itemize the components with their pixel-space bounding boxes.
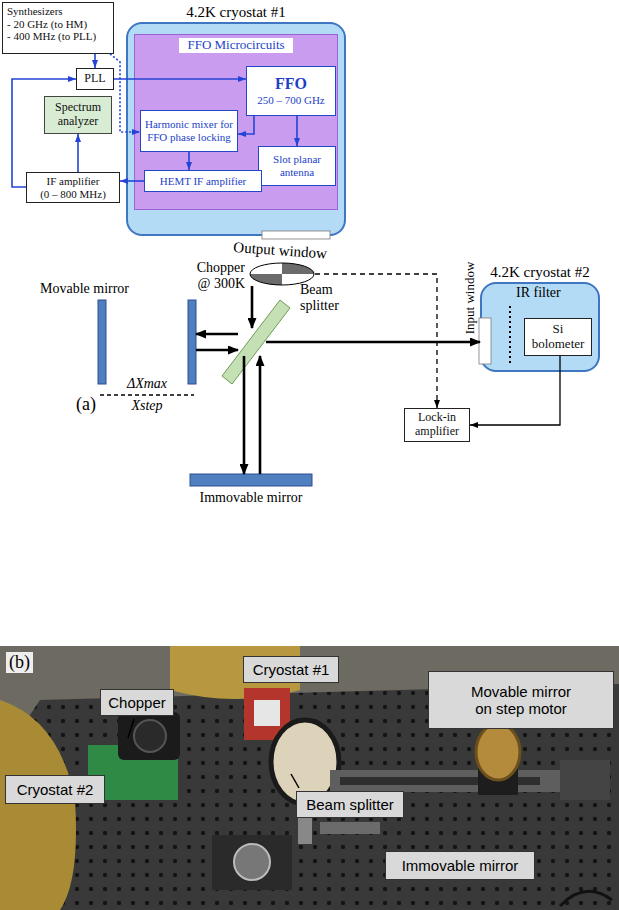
node-label: FFO	[275, 75, 307, 93]
ir-filter	[509, 306, 511, 366]
signal-arrow	[94, 54, 96, 68]
photo-tag: Movable mirror on step motor	[428, 671, 614, 729]
mmirror-graphic	[98, 300, 196, 384]
dimension-label: ΔXmax	[127, 376, 167, 392]
node-label: Chopper	[108, 694, 166, 711]
movable-mirror: Movable mirror	[98, 300, 196, 384]
signal-arrow	[188, 152, 190, 170]
imirror-graphic	[190, 474, 312, 486]
signal-arrow	[296, 116, 298, 146]
filter-label: IR filter	[516, 285, 561, 301]
panel-label: (b)	[6, 652, 33, 673]
output-window	[262, 231, 330, 239]
immovable-mirror: Immovable mirror	[190, 474, 312, 486]
node-label: 4.2K cryostat #1	[186, 4, 286, 21]
antenna-box: Slot planar antenna	[258, 146, 336, 186]
photo-tag: Cryostat #1	[243, 656, 339, 683]
window-label: Output window	[233, 239, 328, 263]
chopper-rim	[250, 263, 314, 285]
node-label: Slot planar antenna	[262, 153, 332, 178]
mirror-bar	[98, 300, 106, 384]
mirror-mount	[212, 835, 292, 890]
node-label: Spectrum analyzer	[48, 101, 108, 129]
cryostat: 4.2K cryostat #1FFO MicrocircuitsFFO250 …	[126, 22, 346, 236]
node-label: Cryostat #2	[17, 781, 94, 798]
node-label: HEMT IF amplifier	[160, 175, 247, 188]
signal-arrow	[251, 286, 254, 328]
signal-arrow	[243, 356, 246, 474]
signal-arrow	[259, 356, 262, 474]
photo-tag: Immovable mirror	[385, 851, 535, 880]
signal-arrow	[110, 54, 140, 132]
pll-box: PLL	[76, 68, 114, 90]
input-window	[479, 318, 491, 364]
beam-splitter: Beam splitter	[238, 328, 266, 356]
photo-tag: Chopper	[100, 689, 174, 716]
signal-arrow	[470, 356, 560, 425]
signal-arrow	[315, 274, 437, 408]
node-label: Harmonic mixer for FFO phase locking	[144, 118, 234, 143]
cryostat-body	[0, 700, 76, 910]
photo-tag: Cryostat #2	[5, 775, 105, 804]
window-label: Input window	[463, 262, 478, 335]
signal-arrow	[238, 116, 254, 134]
node-label: Synthesizers	[7, 5, 63, 18]
signal-arrow	[120, 180, 144, 182]
node-label: Movable mirror	[40, 281, 129, 297]
node-label: FFO Microcircuits	[179, 38, 292, 53]
bolometer-box: Si bolometer	[524, 318, 592, 356]
cable	[560, 891, 612, 906]
mirror-photo	[234, 844, 270, 880]
node-label: (0 – 800 MHz)	[40, 188, 106, 201]
dimension-label: Xstep	[131, 398, 162, 414]
amplifier-box: IF amplifier(0 – 800 MHz)	[26, 172, 120, 203]
node-label: Lock-in amplifier	[408, 411, 466, 439]
node-label: 4.2K cryostat #2	[490, 264, 590, 281]
node-label: - 20 GHz (to HM)	[7, 18, 87, 31]
ffo-box: FFO250 – 700 GHz	[246, 66, 336, 116]
signal-arrow	[196, 333, 238, 336]
microcircuit-panel: FFO MicrocircuitsFFO250 – 700 GHzHarmoni…	[134, 34, 338, 210]
node-label: Chopper @ 300K	[187, 260, 245, 292]
synthesizer-box: Synthesizers- 20 GHz (to HM)- 400 MHz (t…	[2, 2, 114, 54]
chopper-body	[118, 712, 180, 760]
node-label: Beam splitter	[300, 282, 356, 314]
node-label: PLL	[84, 72, 105, 86]
analyzer-box: Spectrum analyzer	[44, 96, 112, 134]
panel-label: (a)	[76, 394, 96, 415]
node-label: Immovable mirror	[199, 490, 302, 506]
signal-arrow	[114, 78, 246, 80]
leader-line	[128, 719, 134, 738]
chopper-body	[134, 720, 166, 752]
step-motor	[560, 760, 610, 800]
node-label: Immovable mirror	[402, 857, 519, 874]
leader-line	[291, 774, 299, 788]
signal-arrow	[196, 349, 238, 352]
node-label: Movable mirror on step motor	[466, 683, 576, 718]
lockin-box: Lock-in amplifier	[404, 408, 470, 442]
mirror-bar	[190, 474, 312, 486]
node-label: - 400 MHz (to PLL)	[7, 30, 96, 43]
signal-arrow	[266, 341, 480, 344]
node-label: Beam splitter	[306, 796, 394, 813]
signal-arrow	[12, 79, 76, 187]
signal-arrow	[77, 134, 79, 172]
node-label: Si bolometer	[528, 322, 588, 352]
mixer-box: Harmonic mixer for FFO phase locking	[140, 110, 238, 152]
mirror-bar	[188, 300, 196, 384]
stage-ruler	[320, 822, 380, 834]
window-mount	[254, 700, 280, 726]
dimension-line	[100, 394, 194, 395]
amplifier-box: HEMT IF amplifier	[144, 170, 262, 192]
mirror-photo	[476, 724, 520, 780]
node-label: IF amplifier	[47, 175, 100, 188]
photo-tag: Beam splitter	[296, 791, 404, 818]
photo-background	[0, 646, 619, 910]
node-label: Cryostat #1	[253, 661, 330, 678]
node-label: 250 – 700 GHz	[257, 94, 325, 107]
